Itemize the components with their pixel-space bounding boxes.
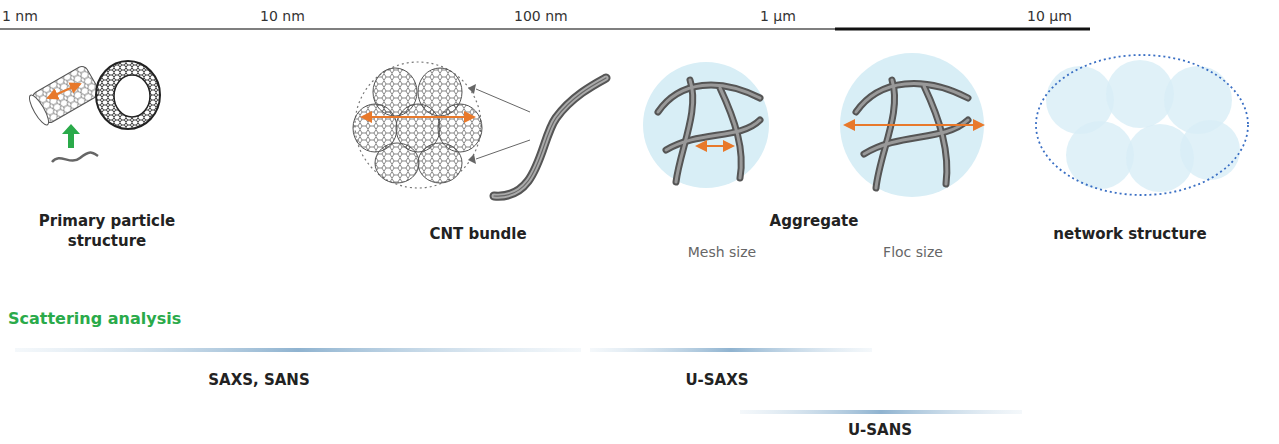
fibers xyxy=(658,80,760,182)
size-arrow xyxy=(362,116,474,118)
scale-line xyxy=(0,28,1090,30)
leader-line xyxy=(476,89,530,112)
fibers xyxy=(856,80,968,188)
scale-label: 100 nm xyxy=(514,7,568,25)
cnt-tube xyxy=(26,64,101,127)
cnt-end-view xyxy=(96,61,160,129)
section-heading: Scattering analysis xyxy=(8,309,181,330)
scale-label: 1 nm xyxy=(2,7,38,25)
range-bar xyxy=(15,348,581,352)
network-structure xyxy=(1036,55,1248,195)
size-arrow xyxy=(48,84,80,98)
range-bar xyxy=(590,348,872,352)
caption: Aggregate xyxy=(770,212,859,232)
aggregate-circle xyxy=(643,62,769,188)
up-arrow xyxy=(62,124,80,148)
bundle-fiber xyxy=(494,78,606,196)
range-bar xyxy=(740,410,1022,414)
scale-line xyxy=(835,28,1090,31)
size-arrow xyxy=(697,145,733,147)
range-label: U-SANS xyxy=(848,421,912,441)
sub-caption: Floc size xyxy=(883,243,943,261)
leader-line xyxy=(476,140,530,159)
range-label: U-SAXS xyxy=(685,371,748,391)
caption: network structure xyxy=(1053,225,1206,245)
wavy-line xyxy=(52,153,98,163)
caption: Primary particle structure xyxy=(32,212,182,251)
scale-label: 10 μm xyxy=(1027,7,1072,25)
pointer xyxy=(468,154,476,164)
scale-label: 1 μm xyxy=(760,7,796,25)
aggregate-circle xyxy=(840,53,984,197)
sub-caption: Mesh size xyxy=(688,243,756,261)
pointer xyxy=(468,84,476,94)
cnt-bundle xyxy=(353,62,482,188)
scale-label: 10 nm xyxy=(260,7,305,25)
caption: CNT bundle xyxy=(429,225,526,245)
size-arrow xyxy=(845,124,983,126)
range-label: SAXS, SANS xyxy=(208,371,309,391)
